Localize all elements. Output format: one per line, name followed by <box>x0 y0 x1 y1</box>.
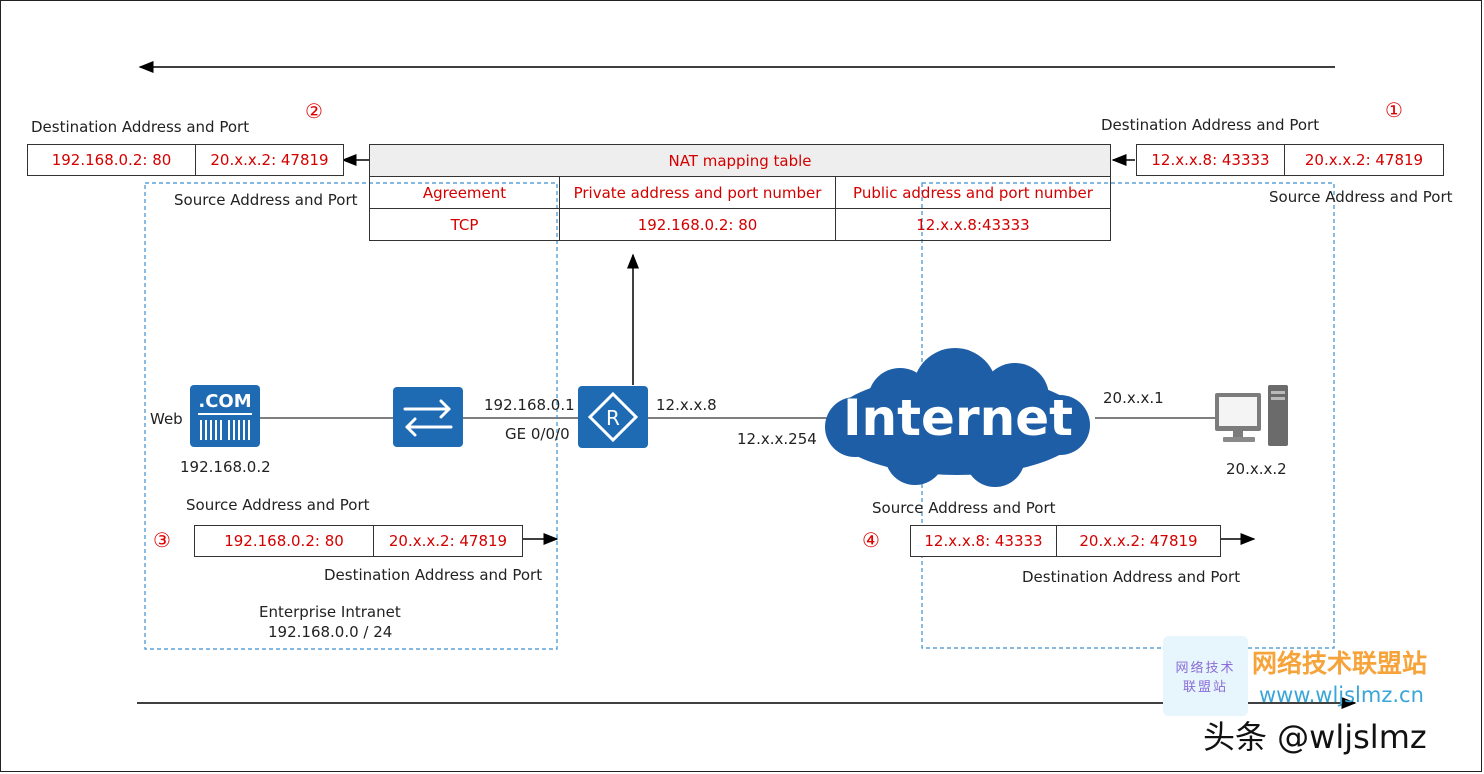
web-label: Web <box>150 410 183 428</box>
packet-4-right: 20.x.x.2: 47819 <box>1056 526 1220 556</box>
packet-4-left: 12.x.x.8: 43333 <box>924 532 1043 550</box>
client-ip: 20.x.x.2 <box>1226 460 1287 478</box>
web-server-icon: .COM <box>190 385 260 447</box>
packet-1-left: 12.x.x.8: 43333 <box>1151 151 1270 169</box>
watermark-url: www.wljslmz.cn <box>1259 683 1424 707</box>
packet-2-left: 192.168.0.2: 80 <box>51 151 172 169</box>
client-gw-ip: 20.x.x.1 <box>1103 389 1164 407</box>
nat-table-title: NAT mapping table <box>369 144 1111 177</box>
nat-cell-public: 12.x.x.8:43333 <box>835 208 1111 241</box>
packet-box-4: 12.x.x.8: 43333 20.x.x.2: 47819 <box>910 525 1221 557</box>
nat-cell-private: 192.168.0.2: 80 <box>559 208 836 241</box>
step-marker-2: ② <box>305 99 323 123</box>
svg-text:R: R <box>606 406 620 430</box>
label-src-bottom-left: Source Address and Port <box>186 496 370 514</box>
step-marker-3: ③ <box>153 528 171 552</box>
label-dest-top-left: Destination Address and Port <box>31 118 250 136</box>
nat-cell-protocol: TCP <box>369 208 560 241</box>
router-icon: R <box>578 386 648 448</box>
switch-icon <box>393 387 463 447</box>
nat-header-public: Public address and port number <box>835 176 1111 209</box>
packet-1-right: 20.x.x.2: 47819 <box>1284 145 1443 175</box>
web-icon-text: .COM <box>198 391 251 412</box>
label-src-top-right: Source Address and Port <box>1269 188 1453 206</box>
label-src-bottom-right: Source Address and Port <box>872 499 1056 517</box>
packet-box-2: 192.168.0.2: 80 20.x.x.2: 47819 <box>27 144 344 176</box>
packet-2-right: 20.x.x.2: 47819 <box>195 145 343 175</box>
web-ip: 192.168.0.2 <box>180 458 271 476</box>
router-ip-inside: 192.168.0.1 <box>484 396 575 414</box>
watermark-site-name: 网络技术联盟站 <box>1252 649 1428 678</box>
internet-cloud-icon: Internet <box>815 345 1100 493</box>
intranet-subnet: 192.168.0.0 / 24 <box>268 623 393 641</box>
nat-header-private: Private address and port number <box>559 176 836 209</box>
packet-3-left: 192.168.0.2: 80 <box>224 532 344 550</box>
watermark-logo: 网络技术 联盟站 <box>1163 636 1248 716</box>
label-dest-bottom-right: Destination Address and Port <box>1022 568 1241 586</box>
watermark-logo-line1: 网络技术 <box>1175 661 1236 676</box>
step-marker-1: ① <box>1385 98 1403 122</box>
packet-box-3: 192.168.0.2: 80 20.x.x.2: 47819 <box>194 525 523 557</box>
nat-mapping-table: NAT mapping table Agreement Private addr… <box>369 144 1111 241</box>
packet-3-right: 20.x.x.2: 47819 <box>373 526 522 556</box>
label-dest-bottom-left: Destination Address and Port <box>324 566 543 584</box>
router-port: GE 0/0/0 <box>505 425 570 443</box>
packet-box-1: 12.x.x.8: 43333 20.x.x.2: 47819 <box>1136 144 1444 176</box>
client-pc-icon <box>1215 383 1290 448</box>
isp-ip: 12.x.x.254 <box>737 430 817 448</box>
internet-label: Internet <box>843 389 1073 447</box>
nat-header-agreement: Agreement <box>369 176 560 209</box>
label-src-top-left: Source Address and Port <box>174 191 358 209</box>
watermark-handle: 头条 @wljslmz <box>1203 718 1427 756</box>
label-dest-top-right: Destination Address and Port <box>1101 116 1320 134</box>
step-marker-4: ④ <box>862 528 880 552</box>
router-ip-outside: 12.x.x.8 <box>656 396 717 414</box>
intranet-name: Enterprise Intranet <box>259 603 401 621</box>
watermark-logo-line2: 联盟站 <box>1182 680 1228 695</box>
intranet-region <box>144 182 558 650</box>
